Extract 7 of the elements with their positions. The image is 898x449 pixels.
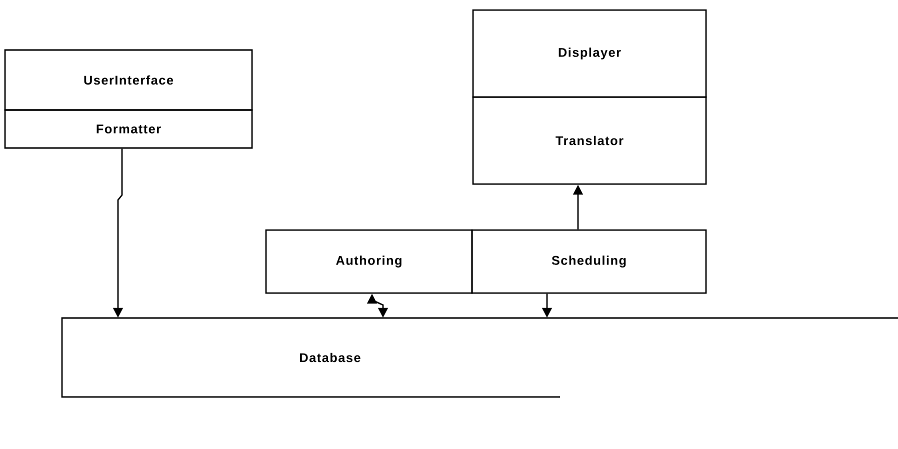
module-box: Translator — [472, 96, 707, 185]
module-box: Scheduling — [471, 229, 707, 294]
module-box: Formatter — [4, 109, 253, 149]
module-box: Authoring — [265, 229, 473, 294]
module-box: Displayer — [472, 9, 707, 98]
module-box: UserInterface — [4, 49, 253, 111]
database-box: Database — [61, 317, 898, 398]
